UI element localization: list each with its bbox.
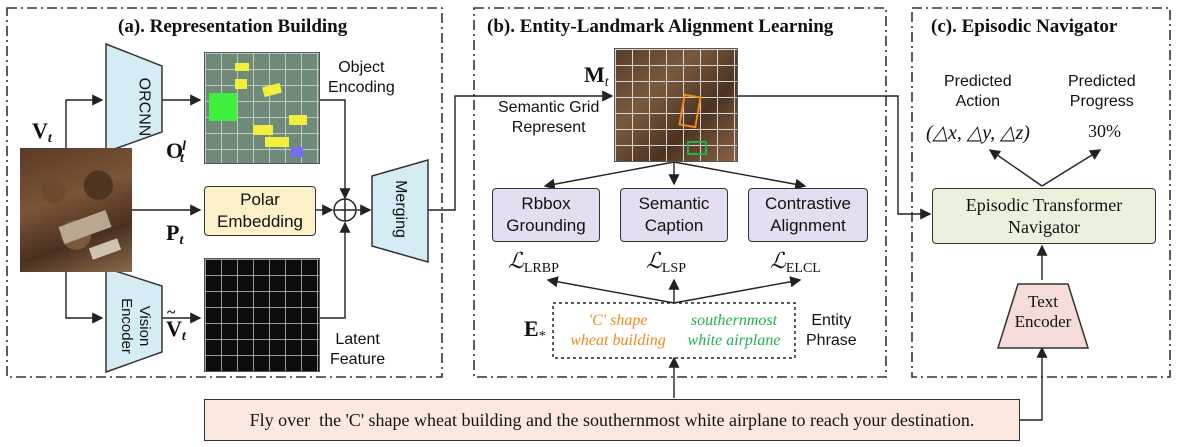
loss-elcl: ℒELCL: [770, 248, 821, 276]
text-encoder-label: Text Encoder: [1014, 292, 1072, 331]
object-feature-symbol: Olt: [166, 138, 187, 166]
input-symbol: Vt: [32, 118, 52, 146]
arrow-image-to-vision-encoder: [65, 272, 104, 324]
panel-b-title: (b). Entity-Landmark Alignment Learning: [487, 16, 834, 37]
grid-symbol: Mt: [584, 62, 609, 90]
panel-a-border: [6, 7, 443, 378]
arrow-phrase-to-elcl: [673, 276, 802, 304]
arrow-instruction-to-text-encoder: [1019, 346, 1048, 421]
entity-phrase-box: [552, 302, 796, 359]
phrase-c-shape-building: 'C' shape wheat building: [570, 312, 666, 349]
arrow-objects-to-sum: [318, 99, 351, 200]
instruction-box: Fly over the 'C' shape wheat building an…: [204, 399, 1020, 441]
arrow-grid-to-rbbox: [543, 161, 675, 190]
rbbox-grounding-box: Rbbox Grounding: [492, 188, 600, 242]
vision-encoder-label: Vision Encoder: [118, 298, 153, 354]
semantic-grid-label: Semantic Grid Represent: [498, 99, 600, 136]
arrow-phrase-to-lrbp: [546, 276, 675, 304]
latent-symbol: ~Vt: [166, 304, 186, 344]
semantic-grid-map: [614, 48, 738, 162]
arrow-navigator-to-progress: [1041, 149, 1102, 187]
polar-embedding-box: Polar Embedding: [204, 186, 316, 236]
predicted-action-label: Predicted Action: [944, 73, 1012, 110]
text-encoder-trapezoid: [996, 283, 1090, 349]
arrow-navigator-to-action: [988, 149, 1043, 187]
panel-c-border: [911, 7, 1171, 378]
panel-a-title: (a). Representation Building: [118, 16, 348, 37]
input-aerial-image: [20, 148, 132, 272]
arrow-latent-to-sum: [318, 221, 351, 319]
arrow-grid-to-navigator: [737, 95, 932, 220]
contrastive-alignment-box: Contrastive Alignment: [748, 188, 868, 242]
arrow-merging-to-grid: [428, 90, 614, 211]
loss-lsp: ℒLSP: [646, 248, 686, 276]
orcnn-label: ORCNN: [135, 77, 153, 137]
predicted-progress-label: Predicted Progress: [1068, 73, 1136, 110]
phrase-southernmost-airplane: southernmost white airplane: [687, 312, 781, 349]
semantic-caption-box: Semantic Caption: [620, 188, 728, 242]
latent-feature-label: Latent Feature: [330, 331, 386, 368]
orcnn-trapezoid: [105, 42, 163, 154]
instruction-text: Fly over the 'C' shape wheat building an…: [249, 409, 975, 430]
predicted-progress-value: 30%: [1088, 121, 1121, 141]
panel-b-border: [473, 7, 887, 378]
latent-feature-grid: [204, 258, 320, 372]
object-encoding-label: Object Encoding: [328, 59, 395, 96]
panel-c-title: (c). Episodic Navigator: [931, 16, 1118, 37]
entity-phrase-label: Entity Phrase: [806, 312, 857, 349]
arrow-image-to-orcnn: [65, 94, 104, 148]
entity-symbol: E*: [524, 316, 546, 344]
merging-label: Merging: [392, 180, 409, 238]
arrow-grid-to-contrastive: [673, 161, 807, 190]
episodic-transformer-navigator-box: Episodic Transformer Navigator: [932, 188, 1156, 244]
merging-trapezoid: [371, 159, 429, 263]
polar-symbol: Pt: [166, 220, 184, 248]
predicted-action-value: (△x, △y, △z): [926, 122, 1030, 144]
loss-lrbp: ℒLRBP: [508, 248, 559, 276]
vision-encoder-trapezoid: [105, 266, 163, 374]
object-encoding-grid: [204, 52, 320, 164]
